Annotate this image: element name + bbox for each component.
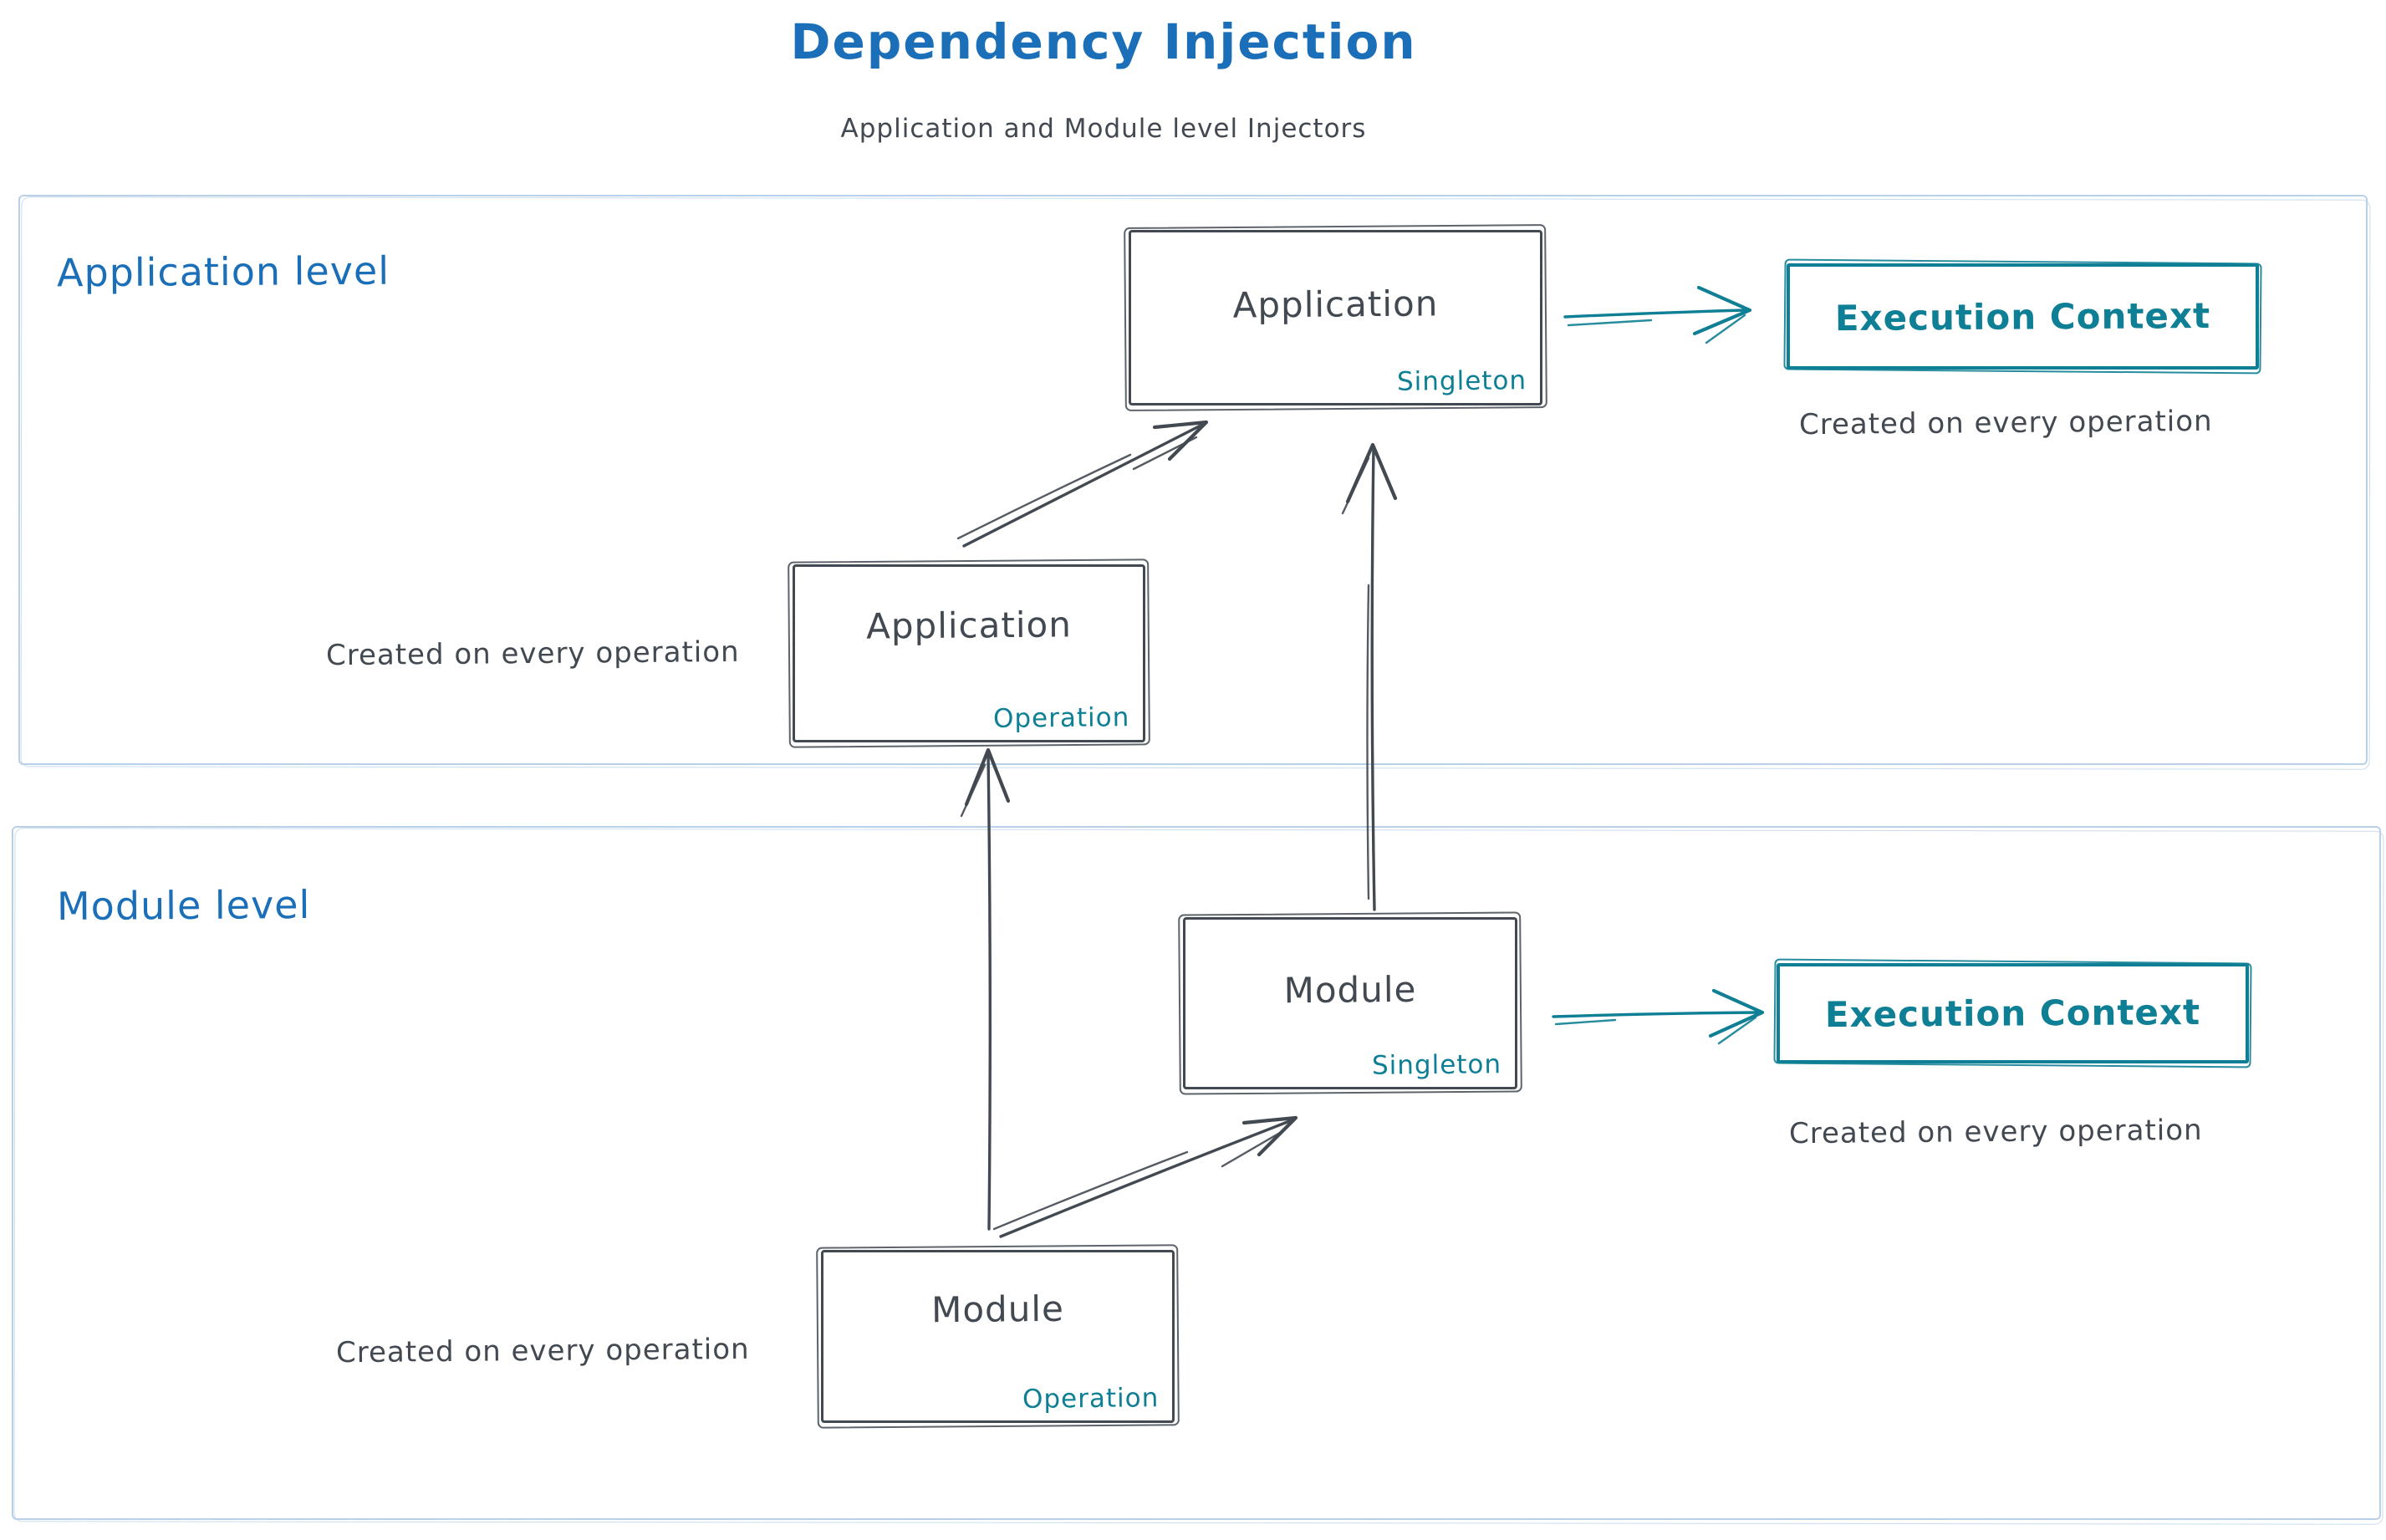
node-module-operation: Module Operation bbox=[821, 1250, 1175, 1423]
node-application-operation: Application Operation bbox=[793, 564, 1145, 742]
caption-application-execution-note: Created on every operation bbox=[1798, 404, 2213, 442]
application-level-section bbox=[18, 195, 2368, 765]
node-module-singleton-tag: Singleton bbox=[1371, 1049, 1502, 1081]
node-module-operation-tag: Operation bbox=[1022, 1383, 1160, 1415]
node-execution-context-module-title: Execution Context bbox=[1824, 991, 2201, 1036]
diagram-title: Dependency Injection bbox=[790, 13, 1417, 70]
node-execution-context-application: Execution Context bbox=[1787, 263, 2259, 370]
caption-application-operation-note: Created on every operation bbox=[325, 635, 740, 673]
diagram-subtitle: Application and Module level Injectors bbox=[840, 114, 1367, 144]
application-level-label: Application level bbox=[56, 247, 390, 296]
node-module-operation-title: Module bbox=[930, 1288, 1065, 1331]
node-module-singleton-title: Module bbox=[1283, 968, 1417, 1012]
node-application-singleton: Application Singleton bbox=[1129, 230, 1542, 405]
module-level-label: Module level bbox=[56, 881, 311, 930]
caption-module-operation-note: Created on every operation bbox=[335, 1332, 750, 1370]
node-application-operation-title: Application bbox=[865, 604, 1073, 647]
node-execution-context-module: Execution Context bbox=[1777, 963, 2249, 1063]
node-application-singleton-tag: Singleton bbox=[1396, 365, 1527, 397]
node-module-singleton: Module Singleton bbox=[1183, 917, 1517, 1089]
node-application-singleton-title: Application bbox=[1232, 283, 1439, 326]
node-execution-context-application-title: Execution Context bbox=[1834, 294, 2211, 339]
node-application-operation-tag: Operation bbox=[992, 702, 1130, 734]
caption-module-execution-note: Created on every operation bbox=[1788, 1113, 2203, 1151]
module-level-section bbox=[12, 826, 2381, 1520]
